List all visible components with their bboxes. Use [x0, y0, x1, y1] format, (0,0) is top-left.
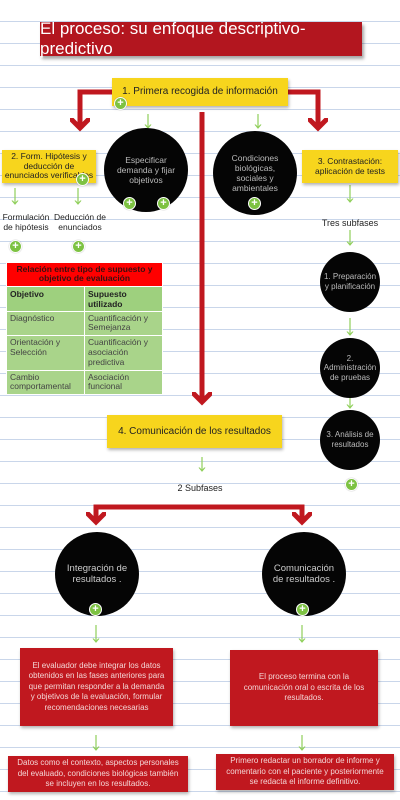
table-cell: Cuantificación y asociación predictiva — [84, 335, 163, 371]
table-cell: Cuantificación y Semejanza — [84, 310, 163, 337]
plus-icon[interactable]: + — [72, 240, 85, 253]
table-header: Supuesto utilizado — [84, 285, 163, 312]
table-header: Objetivo — [6, 285, 85, 312]
plus-icon[interactable]: + — [296, 603, 309, 616]
table-cell: Asociación funcional — [84, 369, 163, 396]
step-analysis-circle: 3. Análisis de resultados — [320, 410, 380, 470]
page-title: El proceso: su enfoque descriptivo-predi… — [40, 19, 362, 58]
plus-icon[interactable]: + — [9, 240, 22, 253]
deduction-label: Deducción de enunciados — [54, 212, 106, 233]
table-caption: Relación entre tipo de supuesto y objeti… — [6, 262, 163, 287]
communication-note: Primero redactar un borrador de informe … — [216, 754, 394, 790]
communication-description: El proceso termina con la comunicación o… — [230, 650, 378, 726]
phase3-label: 3. Contrastación: aplicación de tests — [315, 155, 385, 176]
hypothesis-label: Formulación de hipótesis — [2, 212, 50, 233]
phase2-label: 2. Form. Hipótesis y deducción de enunci… — [4, 150, 94, 181]
plus-icon[interactable]: + — [89, 603, 102, 616]
table-cell: Diagnóstico — [6, 310, 85, 337]
red-arrow-left — [80, 89, 112, 128]
plus-icon[interactable]: + — [114, 97, 127, 110]
plus-icon[interactable]: + — [123, 197, 136, 210]
evaluation-table: Relación entre tipo de supuesto y objeti… — [6, 262, 163, 402]
phase3-box: 3. Contrastación: aplicación de tests — [302, 150, 398, 183]
plus-icon[interactable]: + — [248, 197, 261, 210]
phase4-label: 4. Comunicación de los resultados — [118, 425, 271, 437]
plus-icon[interactable]: + — [76, 173, 89, 186]
integration-description: El evaluador debe integrar los datos obt… — [20, 648, 173, 726]
integration-circle: Integración de resultados . — [55, 532, 139, 616]
integration-note: Datos como el contexto, aspectos persona… — [8, 756, 188, 792]
two-subphases-label: 2 Subfases — [177, 483, 223, 493]
communication-circle: Comunicación de resultados . — [262, 532, 346, 616]
step-preparation-circle: 1. Preparación y planificación — [320, 252, 380, 312]
circle-demand: Especificar demanda y fijar objetivos — [104, 128, 188, 212]
table-cell: Cambio comportamental — [6, 369, 85, 396]
plus-icon[interactable]: + — [157, 197, 170, 210]
plus-icon[interactable]: + — [345, 478, 358, 491]
table-cell: Orientación y Selección — [6, 335, 85, 371]
phase1-label: 1. Primera recogida de información — [122, 86, 278, 98]
red-arrow-right — [288, 89, 318, 128]
phase1-box: 1. Primera recogida de información — [112, 78, 288, 106]
phase4-box: 4. Comunicación de los resultados — [107, 415, 282, 448]
red-arrow-split-left — [96, 504, 200, 522]
step-administration-circle: 2. Administración de pruebas — [320, 338, 380, 398]
red-arrow-split-right — [200, 504, 302, 522]
three-subphases-label: Tres subfases — [321, 218, 379, 228]
